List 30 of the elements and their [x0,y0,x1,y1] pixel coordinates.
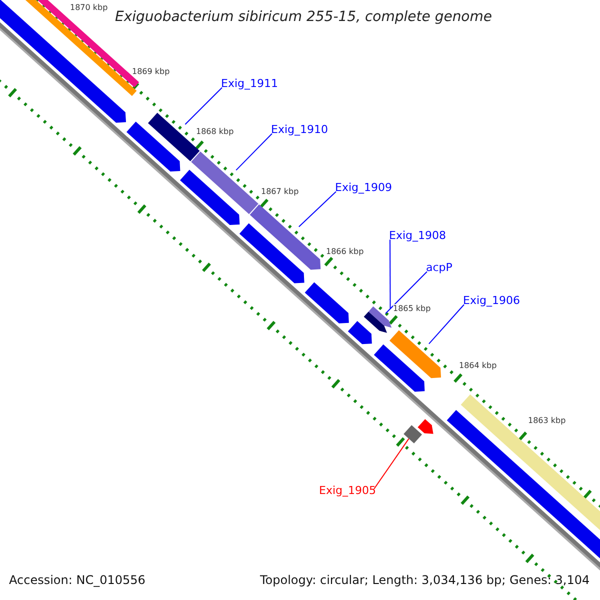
gene-bar [404,425,422,444]
scale-label: 1865 kbp [393,304,431,314]
gene-bar [368,306,392,328]
scale-label: 1870 kbp [70,3,108,12]
scale-label: 1869 kbp [132,67,170,76]
gene-label: Exig_1910 [271,124,328,137]
scale-label: 1864 kbp [459,361,497,370]
leader-line [385,271,428,314]
gene-bar [364,312,387,333]
map-title: Exiguobacterium sibiricum 255-15, complete genome [115,9,492,26]
leader-line [428,304,464,344]
gene-label: Exig_1906 [463,295,520,308]
gene-label: Exig_1911 [221,78,278,91]
leader-line [298,191,336,228]
leader-line [184,87,222,125]
leader-line [390,239,391,309]
scale-label: 1867 kbp [261,187,299,196]
gene-label: Exig_1905 [319,485,376,498]
gene-bar [390,330,441,378]
gene-bar [191,152,258,214]
genome-info-text: Topology: circular; Length: 3,034,136 bp; Genes: 3,104 [260,574,590,588]
scale-label: 1863 kbp [528,416,566,426]
gene-bar [250,204,321,270]
gene-label: Exig_1908 [389,230,446,243]
leader-line [374,438,410,490]
leader-line [236,133,272,171]
gene-label: acpP [426,262,452,275]
accession-text: Accession: NC_010556 [9,574,146,588]
gene-label: Exig_1909 [335,182,392,195]
scale-label: 1868 kbp [196,127,234,136]
